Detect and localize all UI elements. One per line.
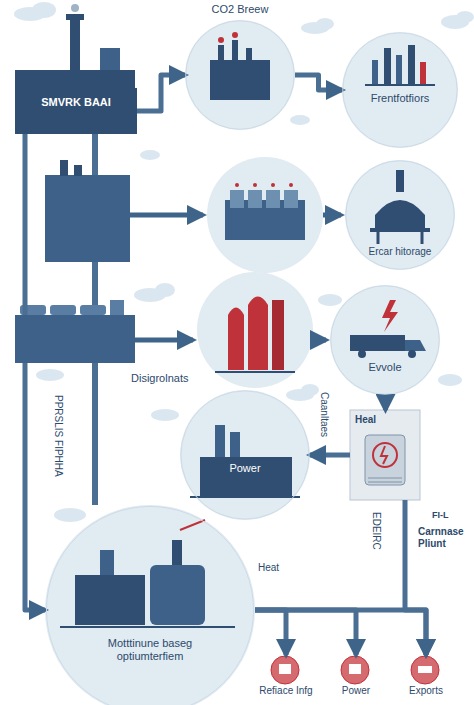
circle-outline (45, 505, 255, 705)
process-circle: Motttinune baseg optiumterfiem (45, 505, 255, 705)
truck-icon (350, 300, 426, 358)
node-label: Exports (399, 685, 453, 697)
vertical-label: PPRSLIS FIPHHA (52, 395, 64, 477)
flow-connector (295, 75, 342, 90)
flow-connector (255, 610, 286, 655)
factory-icon (210, 32, 270, 100)
circle-outline (46, 506, 253, 705)
flow-connector (383, 395, 389, 410)
note-label: Carnnase Pliunt (418, 526, 472, 550)
plant-building (45, 160, 130, 262)
clouds (14, 2, 474, 522)
circle-outline (342, 32, 458, 148)
node-label: SMVRK BAAI (19, 96, 133, 109)
output-box: Power (325, 655, 387, 701)
tank (20, 300, 124, 315)
node-heading: Disigrolnats (131, 372, 231, 385)
flow-connector (137, 75, 185, 111)
circle-outline (346, 161, 454, 269)
flow-connector (25, 134, 45, 610)
plant-box: Disigrolnats (15, 315, 135, 363)
flow-connector (405, 500, 426, 655)
circle-outline (180, 390, 310, 520)
circle-outline (343, 33, 457, 147)
refinery-icon (60, 520, 235, 627)
process-circle: Evvole (330, 285, 440, 395)
output-icon (271, 656, 439, 684)
flow-connector (255, 610, 426, 655)
node-label: Ercar hitorage (349, 246, 451, 258)
process-circle: Power (180, 390, 310, 520)
output-box: Refiace Infg (250, 655, 322, 701)
circle-outline (181, 391, 309, 519)
heater-box: Heal (350, 410, 421, 500)
note-label: Heat (258, 562, 279, 574)
node-label: Heal (355, 414, 417, 426)
flow-connector (255, 610, 356, 655)
node-label: Frentfotfiors (346, 92, 454, 105)
storage-tank-icon (370, 170, 430, 244)
heater-icon (350, 410, 420, 500)
power-plant-icon (190, 425, 300, 497)
flow-connector (310, 453, 350, 458)
factory-box: SMVRK BAAI (15, 88, 137, 134)
circle-outline (186, 21, 294, 129)
vertical-label: EDEIRC (370, 512, 382, 550)
note-label: FI-L (432, 510, 449, 521)
vertical-label: Caanltaes (318, 392, 330, 437)
node-label: Evvole (334, 361, 436, 374)
circle-outline (331, 286, 439, 394)
node-label: Refiace Infg (254, 685, 318, 697)
process-circle: CO2 Breew (185, 20, 295, 130)
tank-array-icon (225, 183, 305, 240)
factory-building (15, 4, 135, 88)
process-circle: Ercar hitorage (345, 160, 455, 270)
node-label: Power (184, 462, 306, 475)
output-box: Exports (395, 655, 457, 701)
circle-outline (185, 20, 295, 130)
chimney-icon (365, 45, 435, 85)
node-heading: CO2 Breew (185, 3, 295, 16)
flow-arrow (130, 215, 341, 340)
process-circle: Frentfotfiors (342, 32, 458, 148)
circle-outline (330, 285, 440, 395)
node-label: Power (329, 685, 383, 697)
gas-cylinder-icon (215, 297, 295, 373)
node-label: Motttinune baseg optiumterfiem (90, 637, 210, 663)
